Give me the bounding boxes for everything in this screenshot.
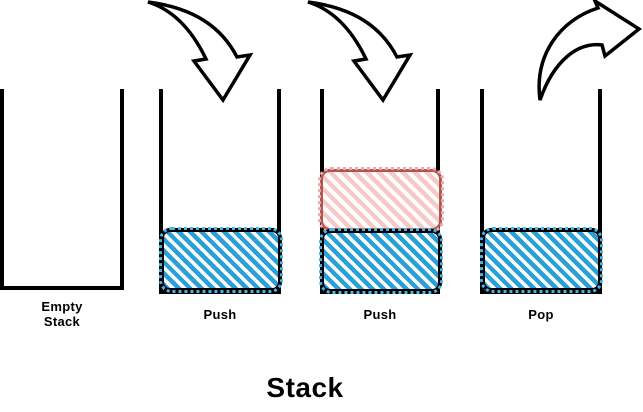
stack-item-blue [480,227,603,293]
stack-container-push-first [159,89,281,294]
stack-item-red [318,167,444,233]
push-arrow-icon [147,0,254,104]
stack-container-empty [0,89,124,290]
push-arrow-icon [307,0,414,104]
diagram-title: Stack [266,372,344,403]
pop-arrow-icon [537,0,643,101]
stage-label-push-first: Push [203,307,237,322]
stage-label-push-second: Push [363,307,397,322]
stack-container-pop [480,89,602,294]
stage-label-pop: Pop [528,307,554,322]
stage-label-empty-stack: Empty Stack [41,299,83,329]
stack-item-blue [319,228,443,294]
stack-item-blue [159,227,283,293]
